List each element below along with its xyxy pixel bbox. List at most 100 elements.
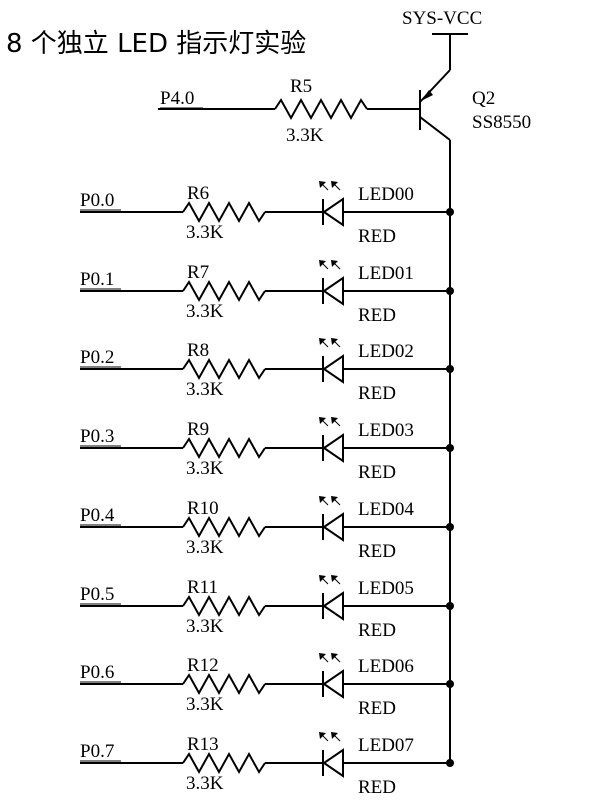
arrow-head (319, 653, 326, 660)
arrow-head (331, 575, 338, 582)
light-arrows-icon (319, 260, 341, 270)
resistor-ref: R10 (187, 498, 219, 519)
arrow-head (331, 732, 338, 739)
arrow-head (331, 653, 338, 660)
resistor (182, 279, 266, 303)
resistor-value: 3.3K (186, 694, 224, 715)
resistor-ref: R13 (187, 734, 219, 755)
schematic-title: 8 个独立 LED 指示灯实验 (6, 29, 306, 59)
transistor-q2: P4.0 R5 3.3K Q2 SS8550 (158, 69, 531, 763)
light-arrows-icon (319, 417, 341, 427)
arrow-head (319, 732, 326, 739)
led-color: RED (358, 462, 396, 483)
led-color: RED (358, 226, 396, 247)
resistor-value: 3.3K (186, 222, 224, 243)
resistor-r5-ref: R5 (290, 76, 312, 97)
light-arrows-icon (319, 653, 341, 663)
resistor-ref: R11 (187, 577, 218, 598)
resistor-value: 3.3K (186, 773, 224, 794)
resistor (182, 594, 266, 618)
resistor-ref: R8 (187, 340, 209, 361)
junction-dot (446, 444, 454, 452)
arrow-head (331, 338, 338, 345)
net-label: P0.4 (80, 505, 115, 526)
net-label: P0.7 (80, 741, 114, 762)
arrow-head (319, 417, 326, 424)
resistor (182, 357, 266, 381)
resistor-ref: R7 (187, 262, 209, 283)
led-ref: LED05 (358, 578, 414, 599)
led-ref: LED07 (358, 735, 414, 756)
led-color: RED (358, 777, 396, 798)
led-ref: LED00 (358, 184, 414, 205)
net-label: P0.3 (80, 426, 114, 447)
resistor-value: 3.3K (186, 301, 224, 322)
resistor-r5-value: 3.3K (286, 125, 324, 146)
junction-dot (446, 365, 454, 373)
led-ref: LED03 (358, 420, 414, 441)
arrow-head (331, 260, 338, 267)
led-ref: LED06 (358, 656, 414, 677)
light-arrows-icon (319, 496, 341, 506)
led-diode-icon (322, 669, 344, 699)
junction-dot (446, 680, 454, 688)
resistor (182, 672, 266, 696)
resistor-ref: R6 (187, 183, 209, 204)
resistor (182, 515, 266, 539)
light-arrows-icon (319, 181, 341, 191)
resistor-r5 (274, 97, 368, 121)
arrow-head (319, 260, 326, 267)
led-diode-icon (322, 197, 344, 227)
resistor (182, 200, 266, 224)
junction-dot (446, 208, 454, 216)
arrow-head (331, 181, 338, 188)
arrow-head (319, 496, 326, 503)
emitter-arrow (421, 90, 433, 101)
net-label: P0.6 (80, 662, 114, 683)
supply: SYS-VCC (402, 8, 482, 70)
arrow-head (331, 417, 338, 424)
net-label: P0.1 (80, 269, 114, 290)
arrow-head (319, 575, 326, 582)
led-color: RED (358, 383, 396, 404)
resistor (182, 751, 266, 775)
arrow-head (331, 496, 338, 503)
transistor-ref: Q2 (472, 88, 495, 109)
led-ref: LED04 (358, 499, 414, 520)
resistor-value: 3.3K (186, 379, 224, 400)
led-ref: LED01 (358, 263, 414, 284)
light-arrows-icon (319, 732, 341, 742)
junction-dot (446, 759, 454, 767)
light-arrows-icon (319, 575, 341, 585)
net-label: P0.5 (80, 584, 114, 605)
supply-label: SYS-VCC (402, 8, 482, 29)
resistor-value: 3.3K (186, 458, 224, 479)
led-diode-icon (322, 433, 344, 463)
led-diode-icon (322, 512, 344, 542)
transistor-collector (419, 116, 451, 141)
led-color: RED (358, 541, 396, 562)
led-color: RED (358, 620, 396, 641)
resistor-ref: R9 (187, 419, 209, 440)
junction-dot (446, 523, 454, 531)
light-arrows-icon (319, 338, 341, 348)
arrow-head (319, 338, 326, 345)
led-color: RED (358, 698, 396, 719)
transistor-part: SS8550 (472, 112, 531, 133)
net-label: P0.2 (80, 347, 114, 368)
junction-dot (446, 602, 454, 610)
net-label: P0.0 (80, 190, 114, 211)
led-diode-icon (322, 354, 344, 384)
junction-dot (446, 287, 454, 295)
led-color: RED (358, 305, 396, 326)
led-diode-icon (322, 591, 344, 621)
